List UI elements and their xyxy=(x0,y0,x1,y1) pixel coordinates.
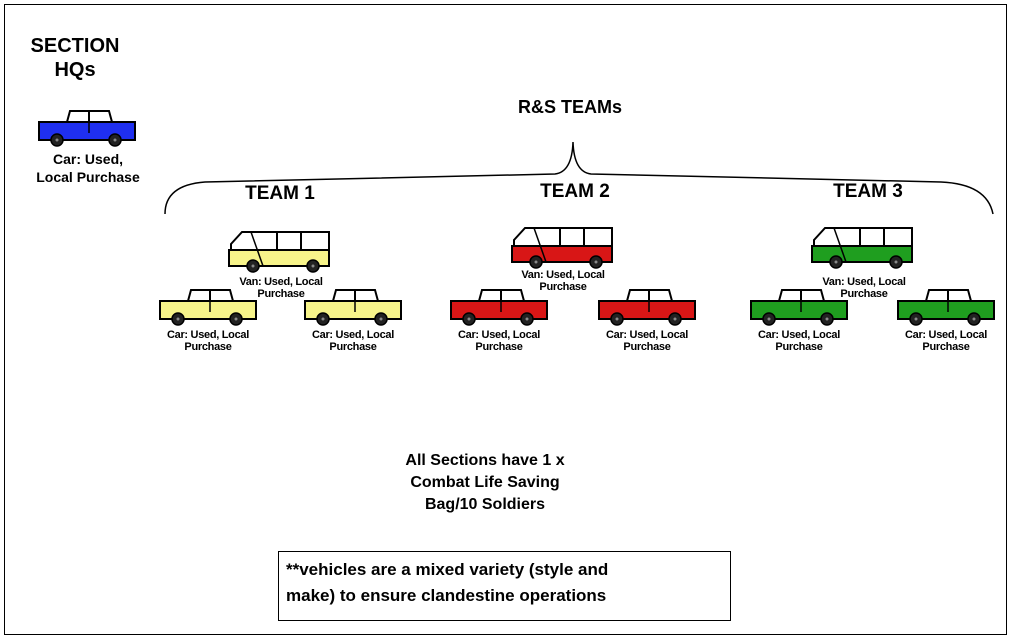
team-1-title: TEAM 1 xyxy=(245,183,315,204)
team-2-car-2 xyxy=(598,289,696,326)
team-2-car-1 xyxy=(450,289,548,326)
team-3-van xyxy=(811,227,913,269)
team-1-car-2 xyxy=(304,289,402,326)
vehicles-note-text: **vehicles are a mixed variety (style an… xyxy=(286,560,609,605)
team-3-car-2 xyxy=(897,289,995,326)
section-hq-vehicle-label: Car: Used, Local Purchase xyxy=(36,151,140,185)
team-3-title: TEAM 3 xyxy=(833,181,903,202)
team-3-car-1 xyxy=(750,289,848,326)
section-hq-car xyxy=(38,110,136,147)
section-hq-title: SECTION HQs xyxy=(30,35,120,81)
vehicles-note-box xyxy=(278,551,731,621)
team-2-title: TEAM 2 xyxy=(540,181,610,202)
all-sections-note: All Sections have 1 x Combat Life Saving… xyxy=(405,452,565,513)
team-1-car-1 xyxy=(159,289,257,326)
team-2-van xyxy=(511,227,613,269)
teams-brace xyxy=(164,141,994,215)
team-1-van xyxy=(228,231,330,273)
rs-teams-title: R&S TEAMs xyxy=(517,97,622,117)
